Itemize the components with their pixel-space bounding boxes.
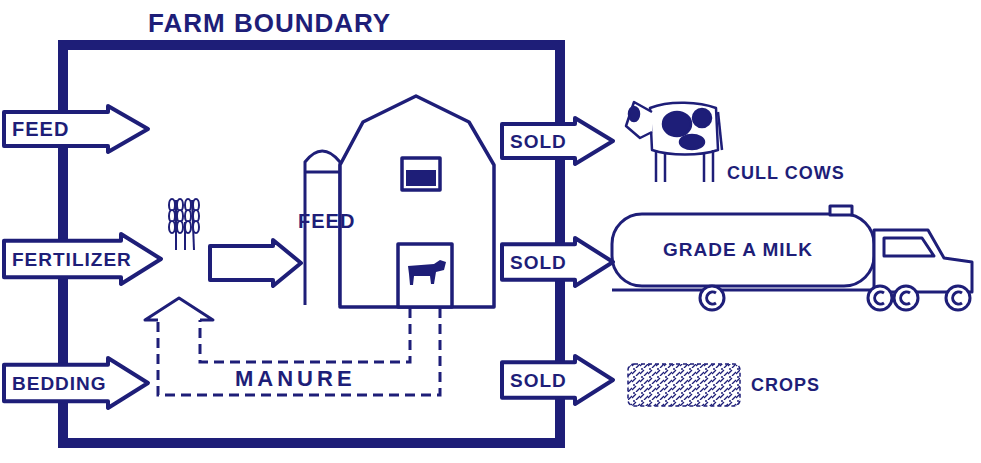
arrow-shape xyxy=(502,238,613,286)
wheat-plants xyxy=(169,199,199,250)
block-arrow: FEED xyxy=(208,238,303,288)
arrow-shape xyxy=(502,118,613,164)
label-text: CROPS xyxy=(748,374,823,396)
block-arrow: SOLD xyxy=(500,116,615,166)
arrow-label: FEED xyxy=(298,209,355,233)
image-caption: CULL COWS xyxy=(724,162,848,184)
label-text: MANURE xyxy=(232,366,359,392)
label-text: GRADE A MILK xyxy=(660,238,816,261)
arrow-shape xyxy=(210,240,301,286)
barn xyxy=(340,96,494,307)
flow-label: MANURE xyxy=(232,366,359,392)
boundary-title: FARM BOUNDARY xyxy=(148,8,391,38)
image-caption: CROPS xyxy=(748,374,823,396)
arrow-label: BEDDING xyxy=(12,372,107,395)
tank-lettering: GRADE A MILK xyxy=(660,238,816,261)
arrow-label: SOLD xyxy=(510,369,567,392)
arrow-shape xyxy=(4,358,148,408)
arrow-label: FERTILIZER xyxy=(12,248,132,271)
block-arrow: SOLD xyxy=(500,354,615,406)
arrow-shape xyxy=(4,106,148,152)
arrow-label: SOLD xyxy=(510,251,567,274)
arrow-label: SOLD xyxy=(510,130,567,153)
arrow-outline xyxy=(208,238,303,288)
block-arrow: SOLD xyxy=(500,236,615,288)
milk-truck xyxy=(612,206,972,310)
block-arrow: BEDDING xyxy=(2,356,150,410)
arrow-shape xyxy=(4,234,161,284)
manure-loop xyxy=(145,298,440,395)
label-text: CULL COWS xyxy=(724,162,848,184)
arrow-shape xyxy=(502,356,613,404)
block-arrow: FEED xyxy=(2,104,150,154)
block-arrow: FERTILIZER xyxy=(2,232,163,286)
arrow-label: FEED xyxy=(12,117,69,141)
cow-drawing xyxy=(626,102,722,182)
hay-bale xyxy=(628,364,740,406)
